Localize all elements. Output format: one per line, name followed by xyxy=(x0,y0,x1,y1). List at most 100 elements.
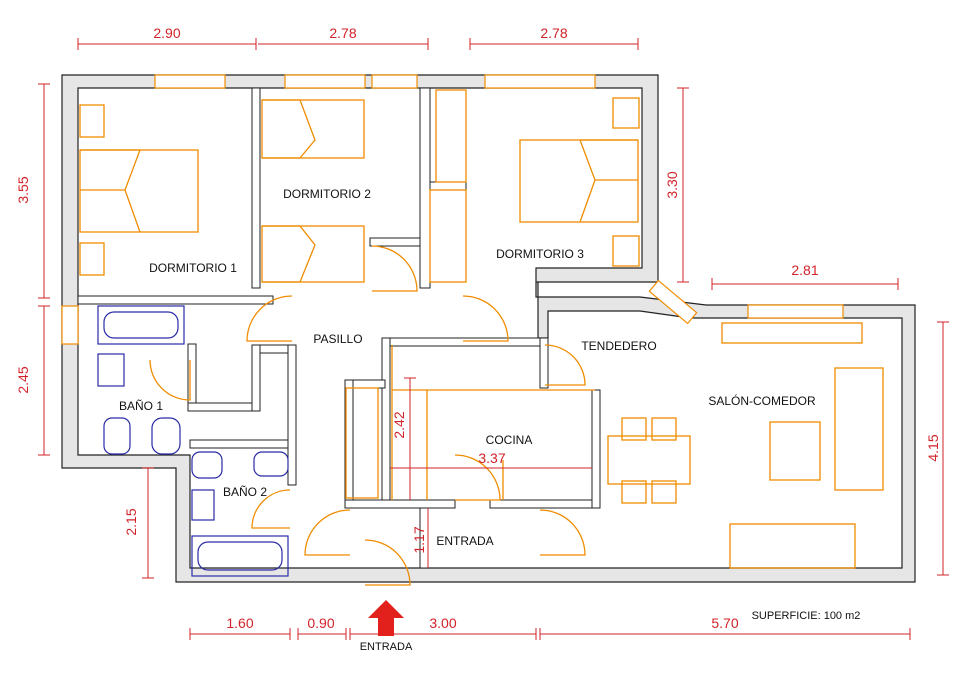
bed-d1 xyxy=(79,149,199,233)
window-bath1 xyxy=(61,305,79,345)
dim-left-bath2: 2.15 xyxy=(123,508,139,535)
entrance-arrow-icon xyxy=(368,600,404,636)
dim-entrada-v: 1.17 xyxy=(411,526,427,553)
doors xyxy=(149,245,586,586)
dim-bottom-3: 3.00 xyxy=(429,615,456,631)
room-tendedero: TENDEDERO xyxy=(581,339,656,353)
partition-cocina-right xyxy=(591,389,601,509)
dim-line-cocina-v xyxy=(404,377,416,500)
door-tendedero xyxy=(544,344,586,386)
door-bath1 xyxy=(149,359,191,401)
bidet-1 xyxy=(103,417,131,455)
partition-cocina-bottom xyxy=(344,499,456,509)
entrance-label: ENTRADA xyxy=(360,641,413,653)
nightstand-d3-b xyxy=(612,235,640,267)
dim-bottom-4: 5.70 xyxy=(711,615,738,631)
partition-tendedero xyxy=(539,337,549,389)
walls xyxy=(61,74,916,583)
room-dormitorio-3: DORMITORIO 3 xyxy=(496,247,584,261)
surface-label: SUPERFICIE: 100 m2 xyxy=(752,610,861,622)
bed-d2-b xyxy=(261,225,365,283)
bed-d1-sheet xyxy=(80,149,141,233)
dim-cocina-h: 3.37 xyxy=(478,450,505,466)
dim-cocina-v: 2.42 xyxy=(391,411,407,438)
window-tendedero xyxy=(648,279,698,325)
room-dormitorio-2: DORMITORIO 2 xyxy=(283,187,371,201)
chair-4 xyxy=(651,480,677,504)
partition-closet xyxy=(429,181,467,191)
room-pasillo: PASILLO xyxy=(313,332,362,346)
door-pasillo-entry xyxy=(304,509,351,556)
dim-left-d1: 3.55 xyxy=(15,176,31,203)
dim-left-bath1: 2.45 xyxy=(15,366,31,393)
closet-hall xyxy=(345,387,379,499)
dim-line-left-bath1 xyxy=(38,305,50,456)
windows xyxy=(61,74,844,345)
partition-d1-bath xyxy=(77,295,274,305)
sofa-right xyxy=(834,367,884,491)
room-bano-2: BAÑO 2 xyxy=(223,485,267,499)
dim-line-bottom-1 xyxy=(189,628,291,640)
bathtub-2 xyxy=(191,535,289,577)
bed-d3 xyxy=(519,139,639,223)
bed-d2-a-sheet xyxy=(262,99,316,159)
chair-2 xyxy=(651,417,677,441)
partition-bath2-right xyxy=(287,344,297,486)
nightstand-d1-a xyxy=(79,104,105,138)
dim-line-top-d3 xyxy=(469,38,639,50)
outer-wall xyxy=(61,74,916,583)
bidet-2 xyxy=(191,451,223,479)
dim-top-salon: 2.81 xyxy=(791,262,818,278)
room-dormitorio-1: DORMITORIO 1 xyxy=(149,261,237,275)
furniture xyxy=(79,89,884,569)
window-d3 xyxy=(484,74,596,89)
dim-line-top-d1 xyxy=(77,38,257,50)
dim-line-top-d2 xyxy=(258,38,429,50)
door-bath2 xyxy=(251,489,291,529)
dim-right-salon: 4.15 xyxy=(925,434,941,461)
window-pasillo xyxy=(371,74,418,89)
partition-d2-d3 xyxy=(419,87,431,289)
bed-d2-a xyxy=(261,99,365,159)
room-entrada: ENTRADA xyxy=(436,534,493,548)
dim-bottom-2: 0.90 xyxy=(307,615,334,631)
closet-d3 xyxy=(435,89,467,183)
dim-top-d3: 2.78 xyxy=(540,25,567,41)
coffee-table xyxy=(769,421,821,481)
dim-line-bottom-4 xyxy=(539,628,911,640)
dim-line-right-d3 xyxy=(677,87,689,283)
chair-3 xyxy=(621,480,647,504)
partition-cocina-left xyxy=(381,337,391,509)
partition-bath1-bottom xyxy=(187,402,253,412)
room-salon-comedor: SALÓN-COMEDOR xyxy=(708,393,816,408)
bathtub-1 xyxy=(97,305,185,345)
partition-cocina-bottom-2 xyxy=(489,499,601,509)
door-d3 xyxy=(462,295,509,342)
window-d1 xyxy=(154,74,226,89)
dim-top-d2: 2.78 xyxy=(329,25,356,41)
bed-d2-b-sheet xyxy=(262,225,316,283)
sofa-bottom xyxy=(729,523,856,569)
bathtub-2-inner xyxy=(197,541,283,571)
toilet-1 xyxy=(151,417,181,455)
kitchen-counter xyxy=(391,345,595,500)
dim-bottom-1: 1.60 xyxy=(226,615,253,631)
dining-table xyxy=(607,435,691,485)
partition-pasillo-b xyxy=(251,344,261,412)
door-salon xyxy=(539,509,586,556)
cabinet-salon xyxy=(721,322,863,344)
dim-line-left-bath2 xyxy=(142,467,154,579)
nightstand-d1-b xyxy=(79,242,105,276)
partition-bath2-top xyxy=(189,439,291,449)
toilet-2 xyxy=(253,451,289,477)
room-bano-1: BAÑO 1 xyxy=(119,399,163,413)
dim-line-left-d1 xyxy=(38,83,50,299)
bathtub-1-inner xyxy=(103,311,179,339)
dimension-lines xyxy=(38,38,949,640)
door-d2 xyxy=(371,245,418,292)
dim-right-d3: 3.30 xyxy=(664,171,680,198)
partition-d2-bottom xyxy=(369,237,421,247)
door-d1 xyxy=(246,295,293,342)
